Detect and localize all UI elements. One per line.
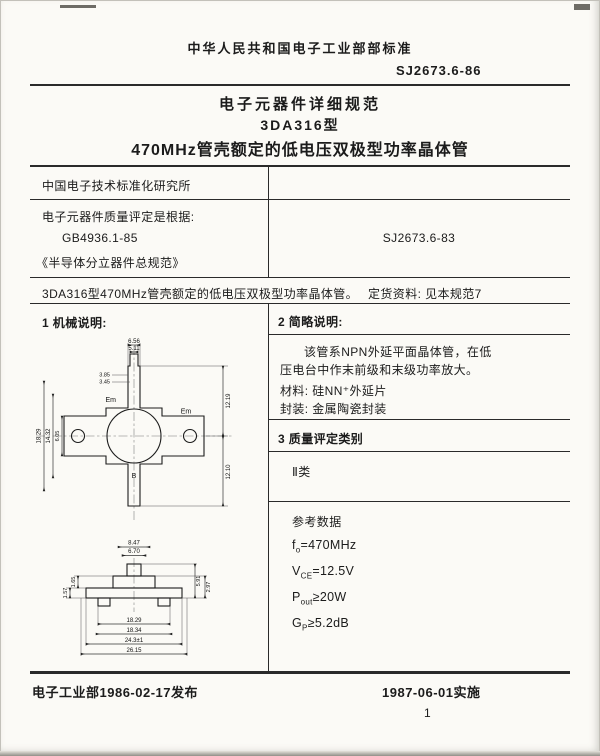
divider-brief-title	[268, 334, 570, 335]
section-brief-title: 2 简略说明:	[278, 315, 343, 329]
scan-artifact	[574, 4, 590, 10]
footer-implemented: 1987-06-01实施	[382, 685, 481, 700]
dim-label: 12.19	[226, 393, 232, 409]
dim-label: 6.05	[55, 431, 61, 442]
table-vertical-divider	[268, 165, 269, 277]
divider-title	[30, 165, 570, 167]
basis-standard: GB4936.1-85	[62, 231, 138, 245]
divider-description	[30, 303, 570, 304]
dim-label: 1.65	[71, 577, 77, 588]
dim-label: 26.15	[126, 648, 142, 654]
dim-label: 3.85	[99, 373, 110, 379]
dim-label: 1.57	[63, 588, 69, 599]
electrode-label-b: B	[132, 473, 137, 480]
ref-value: ≥5.2dB	[307, 616, 349, 630]
dim-label: 8.47	[128, 541, 140, 547]
divider-quality	[268, 501, 570, 502]
doc-title-line3: 470MHz管壳额定的低电压双极型功率晶体管	[131, 142, 469, 159]
ref-data-item: fo=470MHz	[292, 538, 356, 555]
brief-text-line2: 压电台中作末前级和末级功率放大。	[280, 363, 479, 377]
divider-footer	[30, 671, 570, 674]
section-mechanical-title: 1 机械说明:	[42, 316, 107, 330]
dim-label: 5.91	[196, 576, 202, 587]
basis-name: 《半导体分立器件总规范》	[36, 256, 185, 270]
dim-label: 3.45	[99, 380, 110, 386]
mechanical-drawing: 6.56 5.11 3.85 3.45 18.29 14.32 6.05 12.…	[36, 339, 234, 656]
dim-label: 12.10	[226, 464, 232, 480]
ref-subscript: out	[300, 597, 313, 607]
column-divider	[268, 303, 269, 671]
ref-value: =470MHz	[300, 538, 357, 552]
dim-label: 5.11	[128, 346, 140, 352]
product-description: 3DA316型470MHz管壳额定的低电压双极型功率晶体管。	[42, 287, 359, 301]
section-quality-title: 3 质量评定类别	[278, 432, 364, 446]
dim-label: 18.34	[126, 628, 142, 634]
electrode-label-em: Em	[181, 409, 192, 416]
basis-ref-number: SJ2673.6-83	[382, 231, 456, 245]
standard-org-title: 中华人民共和国电子工业部部标准	[187, 41, 413, 56]
package-side-view	[85, 563, 183, 607]
doc-title-line2: 3DA316型	[260, 117, 340, 133]
reference-data-title: 参考数据	[292, 515, 342, 529]
ref-data-item: GP≥5.2dB	[292, 616, 349, 633]
dimension-labels: 6.56 5.11 3.85 3.45 18.29 14.32 6.05 12.…	[37, 339, 233, 654]
ref-value: =12.5V	[312, 564, 355, 578]
dim-label: 14.32	[46, 428, 52, 444]
package-text: 封装: 金属陶瓷封装	[280, 402, 387, 416]
material-text: 材料: 硅NN⁺外延片	[280, 384, 387, 398]
ref-subscript: o	[295, 545, 301, 555]
ref-data-item: VCE=12.5V	[292, 564, 354, 581]
dim-label: 24.3±1	[125, 638, 144, 644]
divider-institute	[30, 199, 570, 200]
page-number: 1	[424, 706, 431, 720]
divider-quality-title	[268, 451, 570, 452]
centerlines	[36, 346, 234, 612]
dim-label: 2.97	[206, 582, 212, 593]
footer-issued: 电子工业部1986-02-17发布	[32, 685, 198, 700]
ref-subscript: P	[302, 623, 308, 633]
dim-label: 6.70	[128, 549, 140, 555]
dim-label: 6.56	[128, 339, 140, 345]
ref-subscript: CE	[300, 571, 313, 581]
electrode-label-em: Em	[106, 397, 117, 404]
ref-value: ≥20W	[312, 590, 347, 604]
standard-number: SJ2673.6-86	[396, 63, 482, 78]
basis-label: 电子元器件质量评定是根据:	[42, 210, 195, 224]
scan-artifact	[60, 5, 96, 8]
institute-name: 中国电子技术标准化研究所	[42, 179, 191, 193]
scan-edge	[0, 751, 600, 756]
quality-class: Ⅱ类	[292, 465, 311, 479]
doc-title-line1: 电子元器件详细规范	[218, 96, 381, 113]
divider-basis	[30, 277, 570, 278]
ref-symbol: G	[292, 616, 303, 630]
brief-text-line1: 该管系NPN外延平面晶体管，在低	[304, 345, 492, 359]
dim-label: 18.29	[126, 618, 142, 624]
ref-symbol: f	[292, 538, 296, 552]
ref-symbol: V	[292, 564, 301, 578]
divider-header	[30, 84, 570, 86]
extension-lines	[66, 343, 228, 656]
order-info: 定货资料: 见本规范7	[368, 287, 482, 301]
dimension-lines	[42, 343, 225, 656]
divider-brief	[268, 419, 570, 420]
ref-symbol: P	[292, 590, 301, 604]
ref-data-item: Pout≥20W	[292, 590, 346, 607]
dim-label: 18.29	[37, 428, 43, 444]
